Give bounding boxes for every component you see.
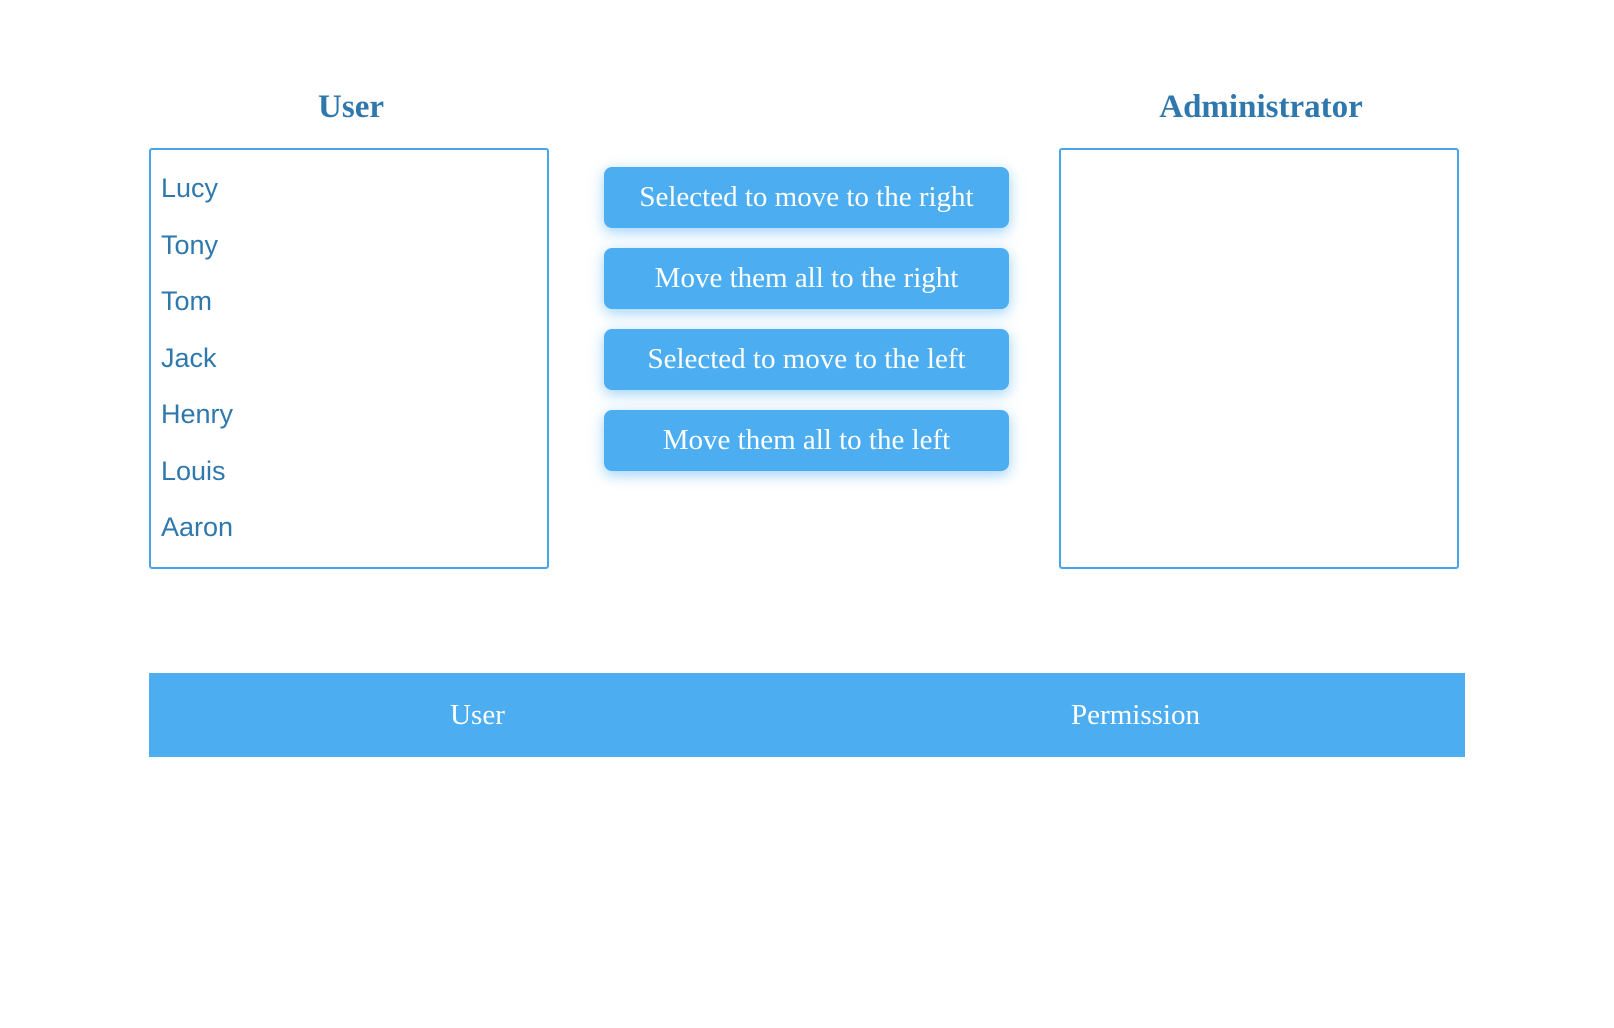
user-list-box[interactable]: Lucy Tony Tom Jack Henry Louis Aaron bbox=[149, 148, 549, 569]
list-item-user[interactable]: Henry bbox=[161, 399, 234, 429]
list-item-user[interactable]: Tony bbox=[161, 229, 219, 260]
user-panel-title: User bbox=[318, 89, 384, 125]
permission-table: User Permission bbox=[149, 673, 1465, 757]
move-selected-left-button[interactable]: Selected to move to the left bbox=[604, 329, 1009, 390]
list-item-user[interactable]: Aaron bbox=[161, 512, 234, 542]
move-selected-right-button[interactable]: Selected to move to the right bbox=[604, 167, 1009, 228]
move-all-right-button[interactable]: Move them all to the right bbox=[604, 248, 1009, 309]
move-button-group: Selected to move to the right Move them … bbox=[604, 167, 1009, 491]
user-list: Lucy Tony Tom Jack Henry Louis Aaron bbox=[151, 150, 547, 556]
administrator-list bbox=[1061, 150, 1457, 160]
list-item-user[interactable]: Lucy bbox=[161, 173, 219, 203]
administrator-list-box[interactable] bbox=[1059, 148, 1459, 569]
move-all-left-button[interactable]: Move them all to the left bbox=[604, 410, 1009, 471]
list-item-user[interactable]: Tom bbox=[161, 286, 213, 316]
table-header-permission: Permission bbox=[806, 673, 1465, 757]
administrator-panel-title: Administrator bbox=[1159, 89, 1363, 125]
list-item-user[interactable]: Louis bbox=[161, 455, 226, 486]
table-header-row: User Permission bbox=[149, 673, 1465, 757]
table-header-user: User bbox=[149, 673, 806, 757]
list-item-user[interactable]: Jack bbox=[161, 342, 217, 373]
